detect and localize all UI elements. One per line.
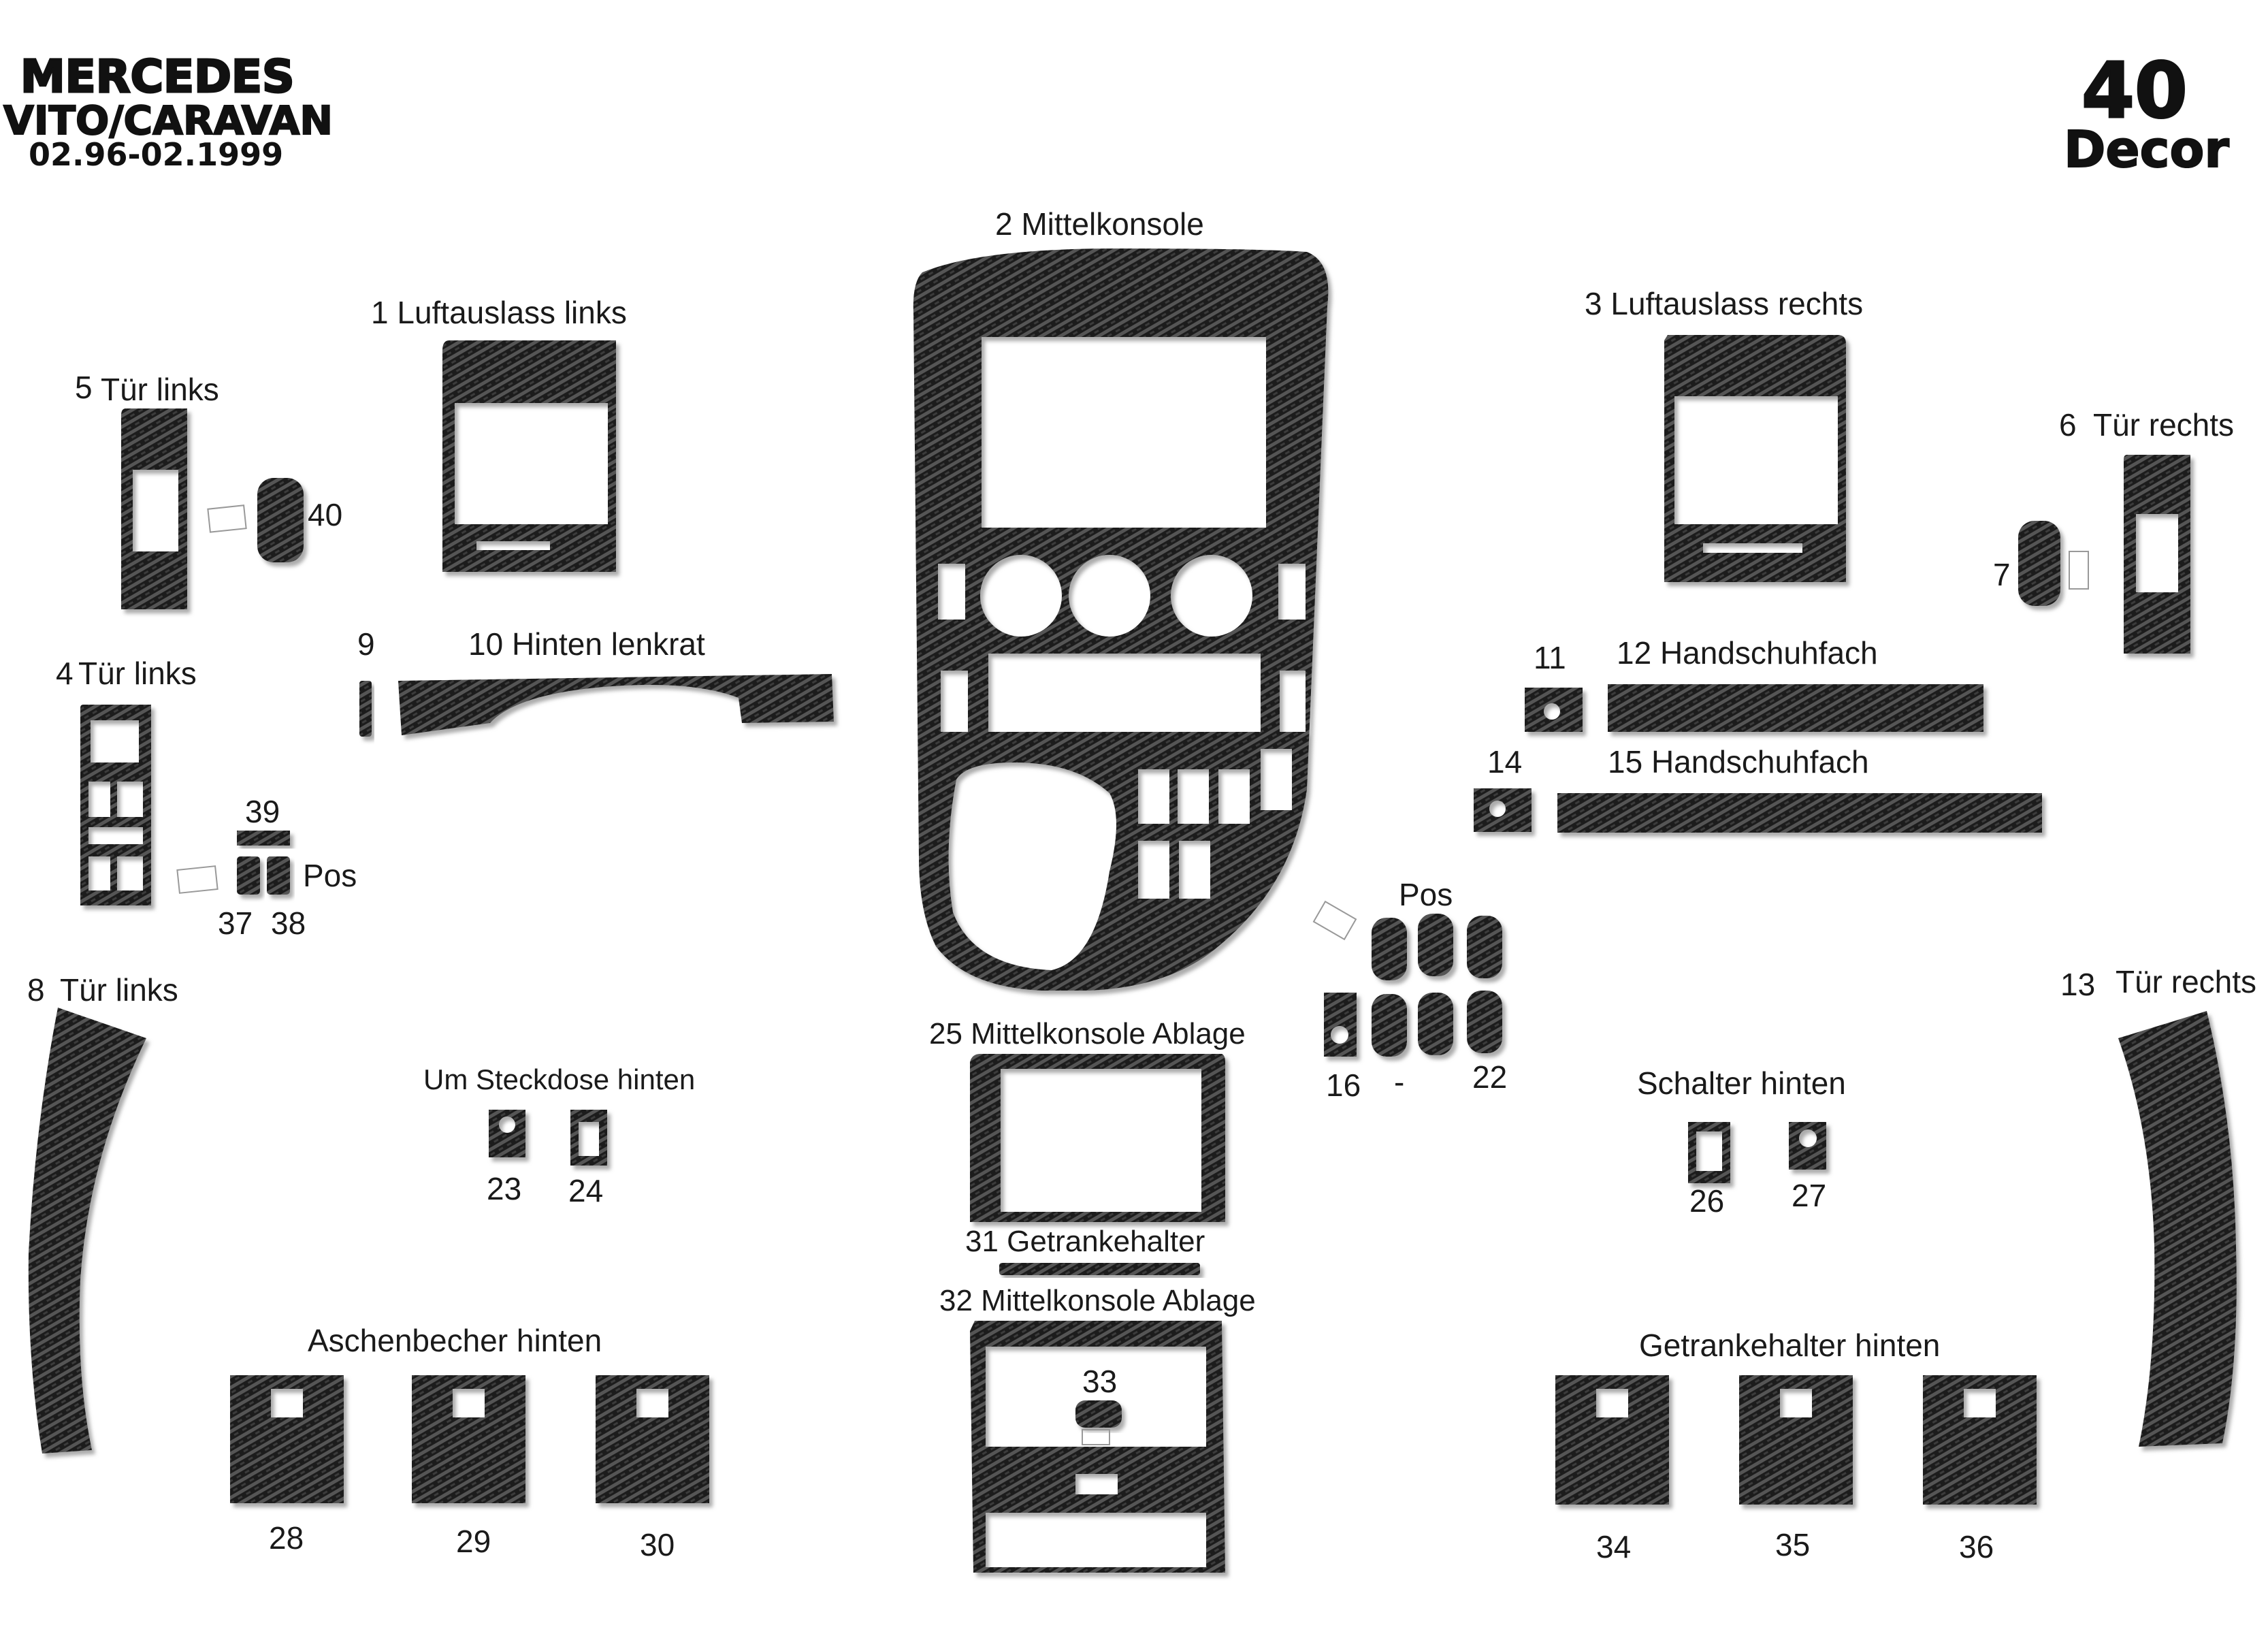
label-aschenbecher: Aschenbecher hinten — [308, 1323, 602, 1358]
part-13-tuer-rechts — [2118, 1011, 2237, 1447]
pos-cap — [1418, 914, 1453, 976]
part-3-luftauslass-rechts — [1664, 335, 1846, 582]
pos-cap — [1418, 993, 1453, 1055]
label-part-28: 28 — [269, 1520, 304, 1556]
part-8-tuer-links — [28, 1008, 147, 1454]
part-10-hinten-lenkrad — [398, 674, 834, 735]
pos-cap — [1467, 991, 1502, 1053]
pos-cap — [1372, 918, 1407, 980]
part-36 — [1923, 1375, 2037, 1505]
label-part-31: 31 Getrankehalter — [965, 1225, 1205, 1258]
part-28 — [230, 1375, 344, 1503]
part-31-getrankehalter — [999, 1263, 1200, 1275]
header-model: VITO/CARAVAN — [3, 97, 333, 144]
part-4-clip-outline — [176, 865, 218, 894]
part-38 — [267, 856, 290, 895]
label-part-26: 26 — [1689, 1183, 1724, 1219]
part-34 — [1555, 1375, 1669, 1505]
label-part-35: 35 — [1775, 1527, 1810, 1562]
label-part-8-num: 8 — [27, 972, 45, 1008]
label-pos-right: Pos — [1399, 877, 1453, 912]
label-part-23: 23 — [487, 1171, 521, 1206]
label-part-12: 12 Handschuhfach — [1617, 635, 1878, 671]
label-part-5: Tür links — [101, 372, 219, 407]
label-part-30: 30 — [640, 1527, 675, 1562]
label-part-1: 1 Luftauslass links — [371, 295, 627, 330]
part-4-tuer-links — [80, 705, 151, 905]
label-part-37: 37 — [218, 905, 253, 941]
label-part-4-num: 4 — [56, 656, 74, 691]
label-part-34: 34 — [1596, 1529, 1631, 1564]
part-1-luftauslass-links — [442, 340, 616, 572]
pos-cap — [1467, 916, 1502, 978]
label-part-11: 11 — [1534, 640, 1566, 675]
part-5-tuer-links — [121, 408, 187, 609]
part-40 — [257, 478, 304, 562]
label-part-4: Tür links — [78, 656, 197, 691]
label-part-38: 38 — [271, 905, 306, 941]
part-27 — [1789, 1122, 1826, 1170]
part-23 — [489, 1110, 525, 1157]
part-11 — [1525, 688, 1583, 732]
label-part-7: 7 — [1993, 557, 2011, 592]
label-part-36: 36 — [1959, 1529, 1994, 1564]
label-part-22: 22 — [1472, 1059, 1507, 1095]
part-32-mittelkonsole-ablage — [970, 1321, 1225, 1573]
label-part-13-num: 13 — [2060, 967, 2095, 1002]
label-part-6-num: 6 — [2059, 407, 2077, 443]
part-33 — [1075, 1400, 1122, 1428]
label-part-10: 10 Hinten lenkrat — [468, 626, 705, 662]
part-35 — [1739, 1375, 1853, 1505]
part-2-mittelkonsole — [913, 248, 1329, 991]
label-part-40: 40 — [308, 497, 342, 532]
label-part-5-num: 5 — [75, 370, 93, 405]
part-33-clip-outline — [1082, 1429, 1110, 1445]
label-part-24: 24 — [568, 1173, 603, 1208]
header-set-number: 40 — [2081, 47, 2188, 135]
label-part-39: 39 — [245, 794, 280, 829]
label-schalter: Schalter hinten — [1637, 1065, 1846, 1101]
part-5-clip-outline — [207, 504, 247, 533]
header-make: MERCEDES — [20, 50, 295, 103]
label-part-14: 14 — [1487, 744, 1522, 780]
label-dash: - — [1394, 1064, 1404, 1099]
pos-right-caps — [1324, 914, 1502, 1057]
label-part-13: Tür rechts — [2116, 964, 2256, 999]
label-part-8: Tür links — [60, 972, 178, 1008]
label-part-16: 16 — [1326, 1067, 1361, 1103]
part-7 — [2018, 521, 2060, 606]
part-6-tuer-rechts — [2124, 455, 2190, 654]
part-15-handschuhfach — [1557, 793, 2042, 833]
label-part-15: 15 Handschuhfach — [1608, 744, 1869, 780]
label-steckdose: Um Steckdose hinten — [423, 1063, 695, 1095]
part-14 — [1474, 788, 1532, 832]
header-years: 02.96-02.1999 — [29, 136, 283, 173]
label-getrankehalter-hinten: Getrankehalter hinten — [1639, 1328, 1940, 1363]
label-part-25: 25 Mittelkonsole Ablage — [929, 1017, 1246, 1050]
label-part-3: 3 Luftauslass rechts — [1585, 286, 1863, 321]
label-part-32: 32 Mittelkonsole Ablage — [939, 1284, 1256, 1317]
label-part-6: Tür rechts — [2093, 407, 2234, 443]
part-29 — [412, 1375, 525, 1503]
label-part-2: 2 Mittelkonsole — [995, 206, 1204, 242]
part-12-handschuhfach — [1608, 684, 1983, 732]
part-26 — [1688, 1122, 1730, 1183]
pos-right-clip-outline — [1312, 900, 1357, 941]
part-39 — [237, 831, 290, 846]
pos-cap — [1372, 994, 1407, 1057]
part-9 — [359, 681, 372, 737]
label-part-29: 29 — [456, 1524, 491, 1559]
pos-cap-16 — [1324, 993, 1357, 1057]
part-25-mittelkonsole-ablage — [970, 1054, 1225, 1222]
label-part-9: 9 — [357, 626, 375, 662]
header-set-type: Decor — [2064, 121, 2229, 179]
label-part-33: 33 — [1082, 1364, 1117, 1399]
part-37 — [237, 856, 260, 895]
label-part-27: 27 — [1792, 1178, 1826, 1213]
part-7-clip-outline — [2069, 551, 2089, 590]
part-24 — [570, 1110, 607, 1166]
part-30 — [596, 1375, 709, 1503]
label-pos-left: Pos — [303, 858, 357, 893]
